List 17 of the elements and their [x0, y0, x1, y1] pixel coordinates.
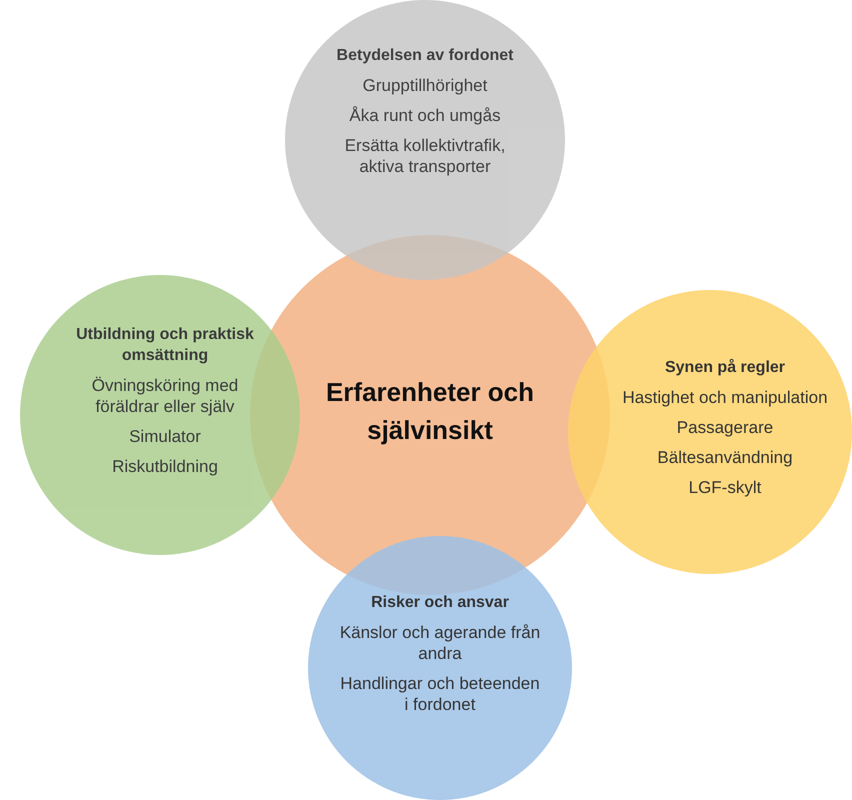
list-item: Grupptillhörighet [362, 74, 488, 96]
list-item: Passagerare [676, 417, 774, 438]
list-item: Åka runt och umgås [348, 104, 502, 126]
list-item: Känslor och agerande från andra [338, 622, 542, 664]
circle-heading: Synen på regler [664, 358, 786, 378]
center-title: Erfarenheter och självinsikt [324, 376, 536, 446]
list-item: LGF-skylt [688, 477, 762, 498]
list-item: Riskutbildning [111, 456, 219, 477]
circle-heading: Risker och ansvar [370, 593, 510, 613]
list-item: Simulator [128, 426, 202, 447]
list-item: Ersätta kollektivtrafik, aktiva transporter [344, 134, 506, 176]
circle-heading: Betydelsen av fordonet [336, 46, 514, 66]
list-item: Övningsköring med föräldrar eller själv [90, 375, 240, 417]
list-item: Bältesanvändning [656, 447, 794, 468]
list-item: Handlingar och beteenden i fordonet [339, 673, 541, 715]
list-item: Hastighet och manipulation [622, 387, 828, 408]
circle-heading: Utbildning och praktisk omsättning [75, 325, 255, 366]
